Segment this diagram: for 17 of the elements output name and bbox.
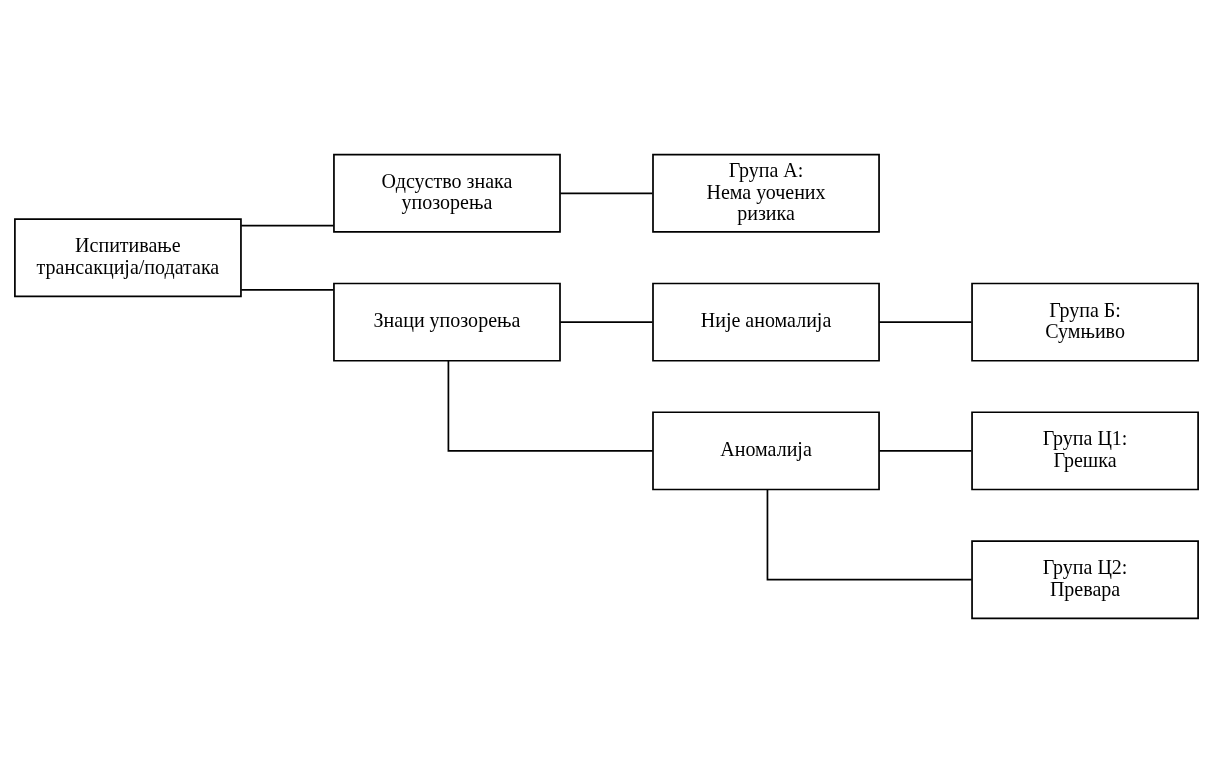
connector: [559, 192, 654, 195]
connector: [878, 321, 973, 323]
connector: [559, 321, 654, 323]
node-box: Група Ц2: Превара: [971, 540, 1199, 620]
node-box: Није аномалија: [652, 282, 880, 362]
node-box: Група А: Нема уочених ризика: [652, 153, 880, 233]
connector: [766, 488, 973, 581]
node-box: Испитивање трансакција/података: [14, 218, 242, 298]
connector: [240, 289, 335, 291]
connector: [240, 224, 335, 227]
node-box: Група Ц1: Грешка: [971, 411, 1199, 491]
connector: [447, 359, 654, 452]
node-box: Одсуство знака упозорења: [333, 153, 561, 233]
node-box: Аномалија: [652, 411, 880, 491]
node-box: Група Б: Сумњиво: [971, 282, 1199, 362]
node-box: Знаци упозорења: [333, 282, 561, 362]
connector: [878, 450, 973, 452]
